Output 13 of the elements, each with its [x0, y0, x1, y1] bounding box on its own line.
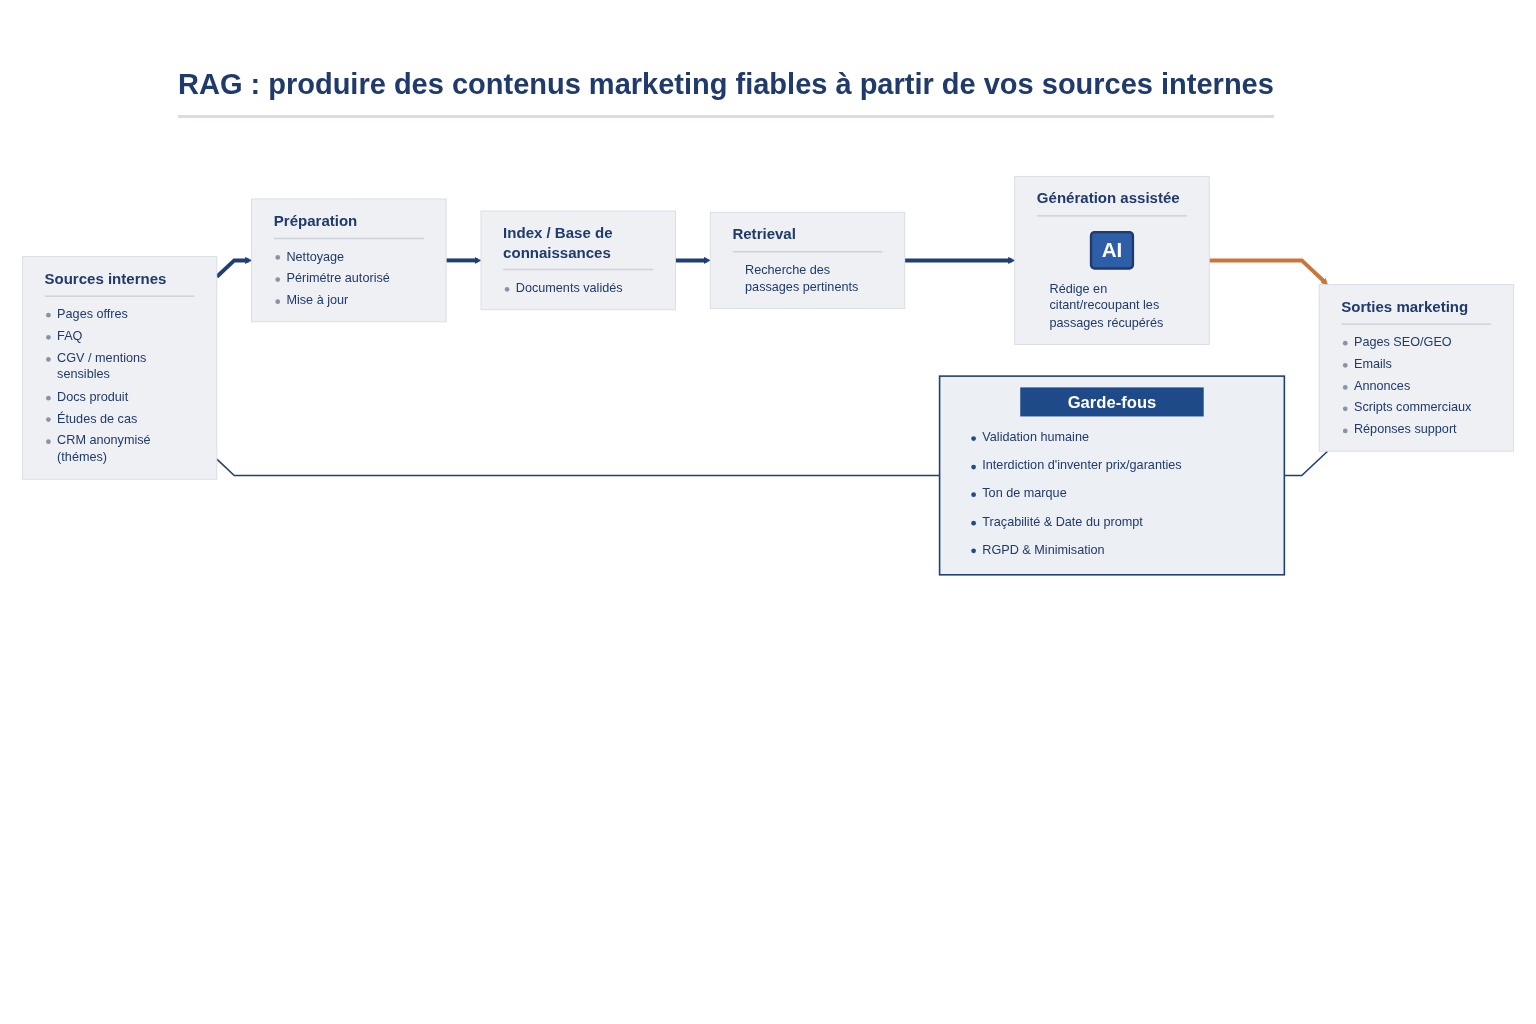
- node-box: Sources internes Pages offres FAQ CGV / mentions sensibles Docs produit Études de cas CRM anonymisé (thémes): [21, 256, 218, 480]
- node-box: Génération assistée AI Rédige en citant/recoupant les passages récupérés: [1014, 175, 1210, 345]
- title: RAG : produire des contenus marketing fiables à partir de vos sources internes: [178, 68, 1274, 118]
- arrow: [675, 256, 711, 264]
- node-box: Retrieval Recherche des passages pertinents: [709, 211, 906, 309]
- arrow: [215, 256, 252, 279]
- node-box: Index / Base de connaissances Documents validés: [480, 210, 676, 311]
- node-box: Sorties marketing Pages SEO/GEO Emails Annonces Scripts commerciaux Réponses support: [1318, 284, 1515, 452]
- arrow: [904, 256, 1016, 264]
- arrow: [446, 256, 482, 264]
- node-box: Garde-fous Validation humaine Interdiction d'inventer prix/garanties Ton de marque Traçabilité & Date du prompt RGPD & Minimisation: [938, 375, 1286, 576]
- arrow: [1209, 258, 1328, 285]
- node-box: Préparation Nettoyage Périmétre autorisé Mise à jour: [251, 198, 447, 323]
